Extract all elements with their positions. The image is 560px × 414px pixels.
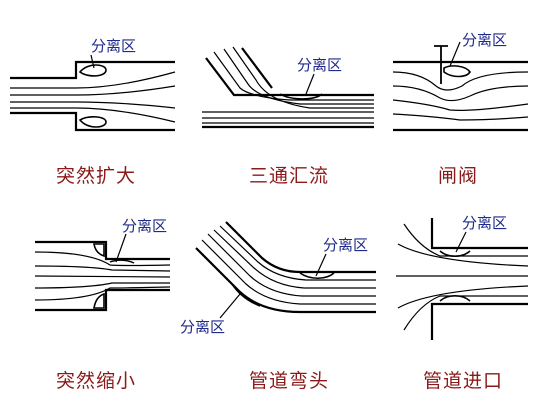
separation-label: 分离区: [91, 37, 137, 55]
eddy: [78, 116, 107, 128]
wall: [430, 218, 528, 250]
caption-gate-valve: 闸阀: [438, 165, 479, 187]
separation-label: 分离区: [462, 214, 508, 232]
panel-pipe-entrance: [396, 218, 529, 340]
streamline: [34, 251, 171, 267]
streamline: [403, 295, 528, 331]
panel-tee-confluence: [202, 46, 374, 129]
streamline: [397, 243, 529, 267]
streamline: [403, 223, 528, 257]
leader-line: [449, 41, 461, 67]
streamline: [207, 233, 376, 297]
panel-pipe-bend: [195, 221, 376, 319]
streamline: [392, 99, 529, 111]
streamline: [34, 282, 170, 289]
streamline: [223, 48, 374, 105]
streamline: [392, 71, 529, 91]
streamline: [10, 71, 176, 89]
streamline: [10, 107, 176, 123]
separation-label: 分离区: [297, 56, 343, 74]
streamline: [397, 285, 529, 309]
separation-label: 分离区: [122, 217, 168, 235]
leader-line: [455, 231, 467, 253]
eddy: [93, 292, 105, 309]
eddy: [439, 250, 471, 258]
caption-sudden-contraction: 突然缩小: [56, 370, 137, 392]
leader-line: [219, 293, 241, 319]
streamline: [10, 101, 176, 109]
wall: [10, 111, 175, 132]
caption-tee-confluence: 三通汇流: [249, 165, 330, 187]
eddy: [279, 93, 323, 100]
eddy: [439, 294, 471, 302]
wall: [225, 221, 376, 274]
streamline: [392, 113, 529, 121]
wall: [35, 240, 170, 261]
wall: [430, 302, 528, 340]
streamline: [219, 225, 376, 281]
panel-sudden-expansion: [10, 54, 176, 132]
leader-line: [115, 233, 127, 263]
eddy: [231, 283, 261, 307]
leader-line: [315, 253, 327, 277]
leader-line: [305, 73, 315, 95]
streamline: [213, 51, 374, 101]
separation-label: 分离区: [180, 318, 226, 336]
separation-label: 分离区: [462, 31, 508, 49]
eddy: [78, 64, 107, 77]
wall: [35, 288, 170, 312]
caption-pipe-entrance: 管道进口: [423, 370, 504, 392]
panel-gate-valve: [392, 41, 529, 132]
caption-pipe-bend: 管道弯头: [249, 370, 330, 392]
streamline: [201, 239, 376, 305]
streamline: [10, 85, 176, 96]
streamline: [213, 229, 376, 289]
streamline: [392, 85, 529, 102]
streamline: [232, 46, 374, 109]
panel-sudden-contraction: [34, 233, 171, 312]
wall: [205, 57, 374, 97]
separation-label: 分离区: [323, 236, 369, 254]
wall: [241, 47, 273, 89]
streamline: [34, 265, 171, 272]
eddy: [109, 259, 135, 264]
eddy: [443, 65, 471, 78]
streamline: [34, 275, 171, 278]
eddy: [93, 243, 105, 258]
eddy: [299, 272, 335, 280]
wall: [195, 247, 376, 314]
caption-sudden-expansion: 突然扩大: [56, 165, 137, 187]
wall: [10, 60, 175, 80]
gate: [434, 45, 448, 84]
leader-line: [90, 54, 95, 69]
streamline: [34, 286, 171, 301]
